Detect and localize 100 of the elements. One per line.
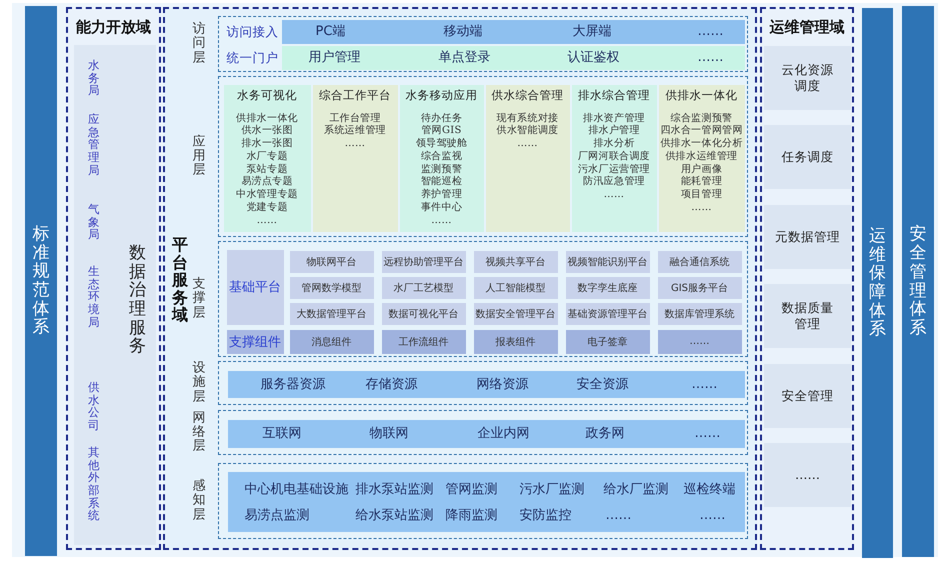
domain-frame: [760, 7, 854, 550]
card-item: ……: [604, 188, 624, 201]
card-item: 排水分析: [593, 137, 635, 150]
item-label: ……: [606, 506, 632, 524]
card-heading: 供水综合管理: [492, 88, 564, 102]
item-label: 给水泵站监测: [356, 506, 434, 524]
platform-tile: [290, 276, 374, 298]
department-label: 水务局: [88, 59, 100, 97]
item-label: 巡检终端: [684, 480, 736, 498]
platform-name: 管网数学模型: [302, 282, 362, 294]
platform-tile: [474, 276, 558, 298]
platform-tile: [290, 302, 374, 324]
card-item: ……: [517, 137, 538, 150]
row-label: 统一门户: [226, 48, 278, 66]
card-item: 党建专题: [246, 200, 288, 214]
card-item: 待办任务: [420, 112, 462, 124]
item-label: 安防监控: [520, 506, 572, 524]
card-item: 水厂专题: [246, 150, 288, 163]
card-heading: 水务移动应用: [406, 88, 478, 102]
platform-name: 数据库管理系统: [664, 308, 734, 320]
card-item: 供排水运维管理: [665, 150, 738, 163]
card-item: ……: [691, 200, 712, 214]
platform-tile: [658, 276, 742, 298]
department-label: 气象局: [88, 203, 100, 241]
task-name: 元数据管理: [775, 228, 840, 246]
platform-name: 融合通信系统: [670, 256, 730, 268]
resource-band: [228, 420, 744, 448]
platform-tile: [290, 250, 374, 272]
card-item: 排水一张图: [241, 137, 293, 150]
platform-name: 消息组件: [312, 336, 352, 348]
application-card: [658, 84, 744, 232]
card-item: 领导驾驶舱: [416, 137, 468, 150]
platform-name: 基础资源管理平台: [568, 308, 648, 320]
item-label: 物联网: [370, 424, 408, 442]
card-item: ……: [431, 214, 452, 226]
category-name: 基础平台: [229, 279, 281, 296]
platform-name: 水厂工艺模型: [394, 282, 454, 294]
layer-label: 感知层: [192, 480, 206, 522]
domain-heading: 平台服务域: [172, 236, 188, 324]
card-heading: 综合工作平台: [319, 88, 391, 102]
card-item: 泵站专题: [246, 162, 288, 176]
item-label: 政务网: [586, 424, 624, 442]
category-name: 支撑组件: [229, 334, 281, 350]
card-item: 养护管理: [420, 188, 462, 201]
item-label: 降雨监测: [446, 506, 498, 524]
platform-name: 大数据管理平台: [296, 308, 366, 320]
resource-band: [228, 370, 744, 398]
department-label: 应急管理局: [88, 113, 100, 176]
platform-tile: [566, 302, 650, 324]
platform-name: 远程协助管理平台: [384, 256, 464, 268]
platform-tile: [474, 250, 558, 272]
card-item: 监测预警: [420, 162, 462, 176]
platform-name: 数据可视化平台: [388, 308, 458, 320]
system-bar: [902, 6, 934, 557]
application-card: [400, 84, 484, 232]
category-tile: [226, 250, 284, 324]
platform-name: 数字孪生底座: [578, 282, 638, 294]
item-label: 易涝点监测: [244, 506, 310, 524]
card-heading: 供排水一体化: [666, 88, 738, 102]
platform-name: 数据安全管理平台: [476, 308, 556, 320]
domain-frame: [163, 7, 757, 550]
platform-tile: [290, 330, 374, 354]
card-item: 供排水一体化分析: [660, 137, 743, 150]
ops-tile: [764, 205, 851, 269]
item-label: ……: [692, 376, 718, 394]
item-label: 用户管理: [308, 48, 360, 66]
domain-frame: [66, 7, 161, 550]
system-title: 安全管理体系: [910, 225, 926, 338]
platform-name: 工作流组件: [398, 336, 448, 348]
item-label: PC端: [316, 22, 346, 40]
card-item: 管网GIS: [421, 124, 462, 138]
item-label: 排水泵站监测: [356, 480, 434, 498]
card-item: 易涝点专题: [241, 175, 293, 188]
card-item: 中水管理专题: [236, 188, 298, 201]
item-label: ……: [700, 506, 726, 524]
layer-label: 访问层: [192, 22, 206, 66]
item-label: 给水厂监测: [604, 480, 668, 498]
item-label: 单点登录: [438, 48, 490, 66]
item-label: ……: [694, 424, 720, 442]
task-name: 任务调度: [782, 148, 834, 166]
item-label: ……: [698, 22, 724, 40]
card-item: 系统运维管理: [324, 124, 386, 138]
category-tile: [226, 330, 284, 354]
resource-band: [228, 472, 744, 532]
ops-tile: [764, 364, 851, 428]
layer-label: 设施层: [192, 362, 206, 404]
task-name: 安全管理: [782, 388, 834, 404]
department-label: 其他外部系统: [88, 446, 100, 522]
card-item: 厂网河联合调度: [578, 150, 650, 163]
application-card: [486, 84, 570, 232]
system-title: 标准规范体系: [32, 224, 50, 338]
card-item: 能耗管理: [680, 175, 722, 188]
card-item: 供水一张图: [241, 124, 293, 138]
card-item: 用户画像: [680, 162, 722, 176]
task-name: ……: [795, 466, 820, 484]
item-label: 污水厂监测: [520, 480, 584, 498]
ops-tile: [764, 284, 851, 348]
platform-tile: [658, 330, 742, 354]
platform-tile: [566, 250, 650, 272]
layer-label: 网络层: [192, 411, 206, 454]
